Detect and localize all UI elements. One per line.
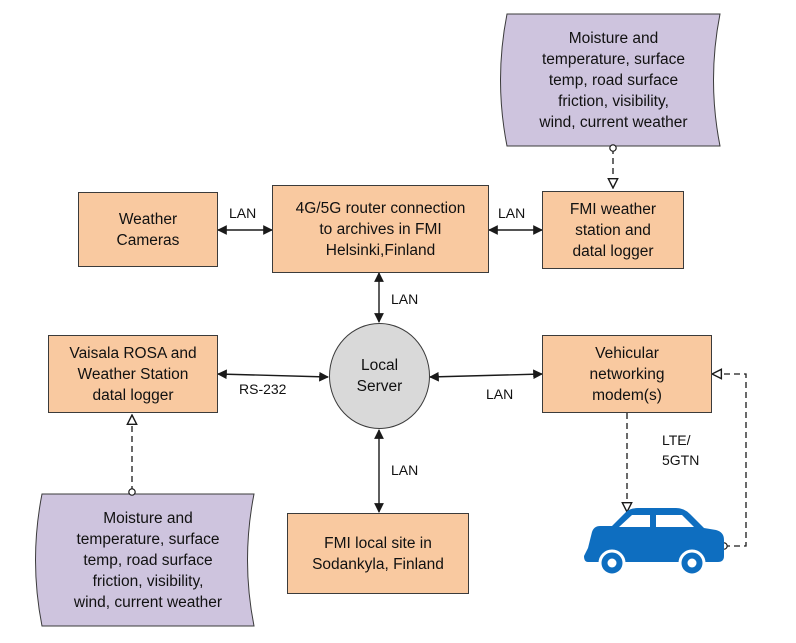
sodankyla-node: FMI local site in Sodankyla, Finland (287, 513, 469, 594)
fmi-station-node: FMI weather station and datal logger (542, 191, 684, 269)
label-lan-server-sodankyla: LAN (391, 462, 419, 478)
label-lan-server-modem: LAN (486, 386, 514, 402)
doc-top-text: Moisture and temperature, surface temp, … (539, 29, 688, 131)
doc-bottom-text: Moisture and temperature, surface temp, … (73, 509, 223, 611)
vaisala-node: Vaisala ROSA and Weather Station datal l… (48, 335, 218, 413)
modem-node: Vehicular networking modem(s) (542, 335, 712, 413)
router-node: 4G/5G router connection to archives in F… (272, 185, 489, 273)
car-icon (584, 508, 724, 577)
doc-shape-top (500, 13, 721, 147)
label-lan-router-server: LAN (391, 291, 419, 307)
dashed-car-modem (712, 374, 747, 546)
label-lan-cameras: LAN (229, 205, 257, 221)
label-rs232: RS-232 (239, 381, 287, 397)
local-server-node: Local Server (329, 323, 430, 429)
label-lte-5gtn: LTE/ 5GTN (662, 432, 700, 468)
label-lan-station: LAN (498, 205, 526, 221)
doc-shape-bottom (35, 493, 255, 627)
link-vaisala-server (217, 369, 329, 382)
link-server-modem (429, 369, 543, 382)
weather-cameras-node: Weather Cameras (78, 192, 218, 267)
